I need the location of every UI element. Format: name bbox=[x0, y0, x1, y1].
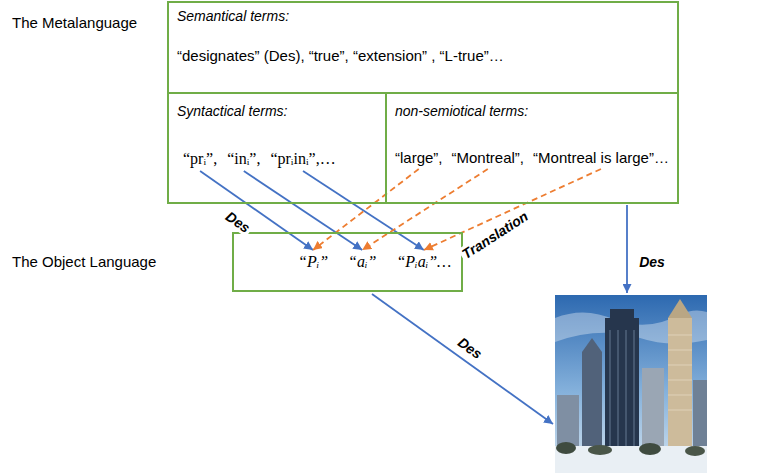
object-language-box: The Object Language“Pᵢ”“aᵢ”“Pᵢaᵢ”… bbox=[232, 232, 463, 292]
term-text: “prᵢ”, bbox=[183, 149, 217, 169]
section-title: Syntactical terms: bbox=[177, 102, 287, 120]
section-title: Semantical terms: bbox=[177, 7, 289, 25]
translation-arrow bbox=[313, 169, 419, 250]
designation-arrow bbox=[626, 205, 628, 293]
syntactic-section: Syntactical terms: “prᵢ”, “inᵢ”, “prᵢinᵢ”,… bbox=[169, 94, 387, 202]
term-list: “designates” (Des), “true”, “extension” … bbox=[177, 47, 504, 65]
term-text: “aᵢ” bbox=[348, 252, 376, 272]
arrow-label: Des bbox=[453, 333, 486, 363]
term-text: “Montreal”, bbox=[452, 149, 525, 167]
non-semiotic-section: non-semiotical terms: “large”, “Montreal”,… bbox=[387, 94, 677, 202]
syntactic-term: “inᵢ”, bbox=[225, 148, 262, 170]
non-semiotic-term: “Montreal is large”… bbox=[531, 148, 671, 168]
section-title: non-semiotical terms: bbox=[395, 102, 528, 120]
designation-arrow bbox=[303, 171, 424, 250]
non-semiotic-term: “large”, bbox=[393, 148, 445, 168]
non-semiotic-term: “Montreal”, bbox=[450, 148, 527, 168]
translation-arrow bbox=[362, 169, 488, 250]
syntactic-term: “prᵢ”, bbox=[181, 148, 219, 170]
edge-label: Translation bbox=[457, 207, 532, 263]
term-text: “prᵢinᵢ”,… bbox=[270, 149, 335, 169]
designation-arrow bbox=[372, 294, 553, 424]
language-heading: The Metalanguage bbox=[12, 14, 137, 32]
object-term: “aᵢ” bbox=[346, 251, 378, 273]
semantic-section: Semantical terms: “designates” (Des), “tr… bbox=[169, 3, 677, 94]
term-text: “Pᵢ” bbox=[298, 252, 328, 272]
translation-arrow bbox=[424, 169, 601, 250]
term-text: “inᵢ”, bbox=[227, 149, 260, 169]
syntactic-term: “prᵢinᵢ”,… bbox=[268, 148, 337, 170]
object-term: “Pᵢaᵢ”… bbox=[394, 251, 453, 273]
metalanguage-box: The MetalanguageSemantical terms:“design… bbox=[167, 1, 679, 204]
city-photo bbox=[555, 295, 707, 473]
edge-label: Des bbox=[221, 207, 254, 237]
designation-arrow bbox=[200, 171, 313, 250]
object-term: “Pᵢ” bbox=[296, 251, 330, 273]
arrow-label: Des bbox=[637, 254, 667, 270]
designation-arrow bbox=[244, 171, 362, 250]
term-text: “Montreal is large”… bbox=[533, 149, 669, 167]
language-heading: The Object Language bbox=[12, 253, 156, 271]
term-text: “large”, bbox=[395, 149, 443, 167]
term-text: “Pᵢaᵢ”… bbox=[396, 252, 451, 272]
